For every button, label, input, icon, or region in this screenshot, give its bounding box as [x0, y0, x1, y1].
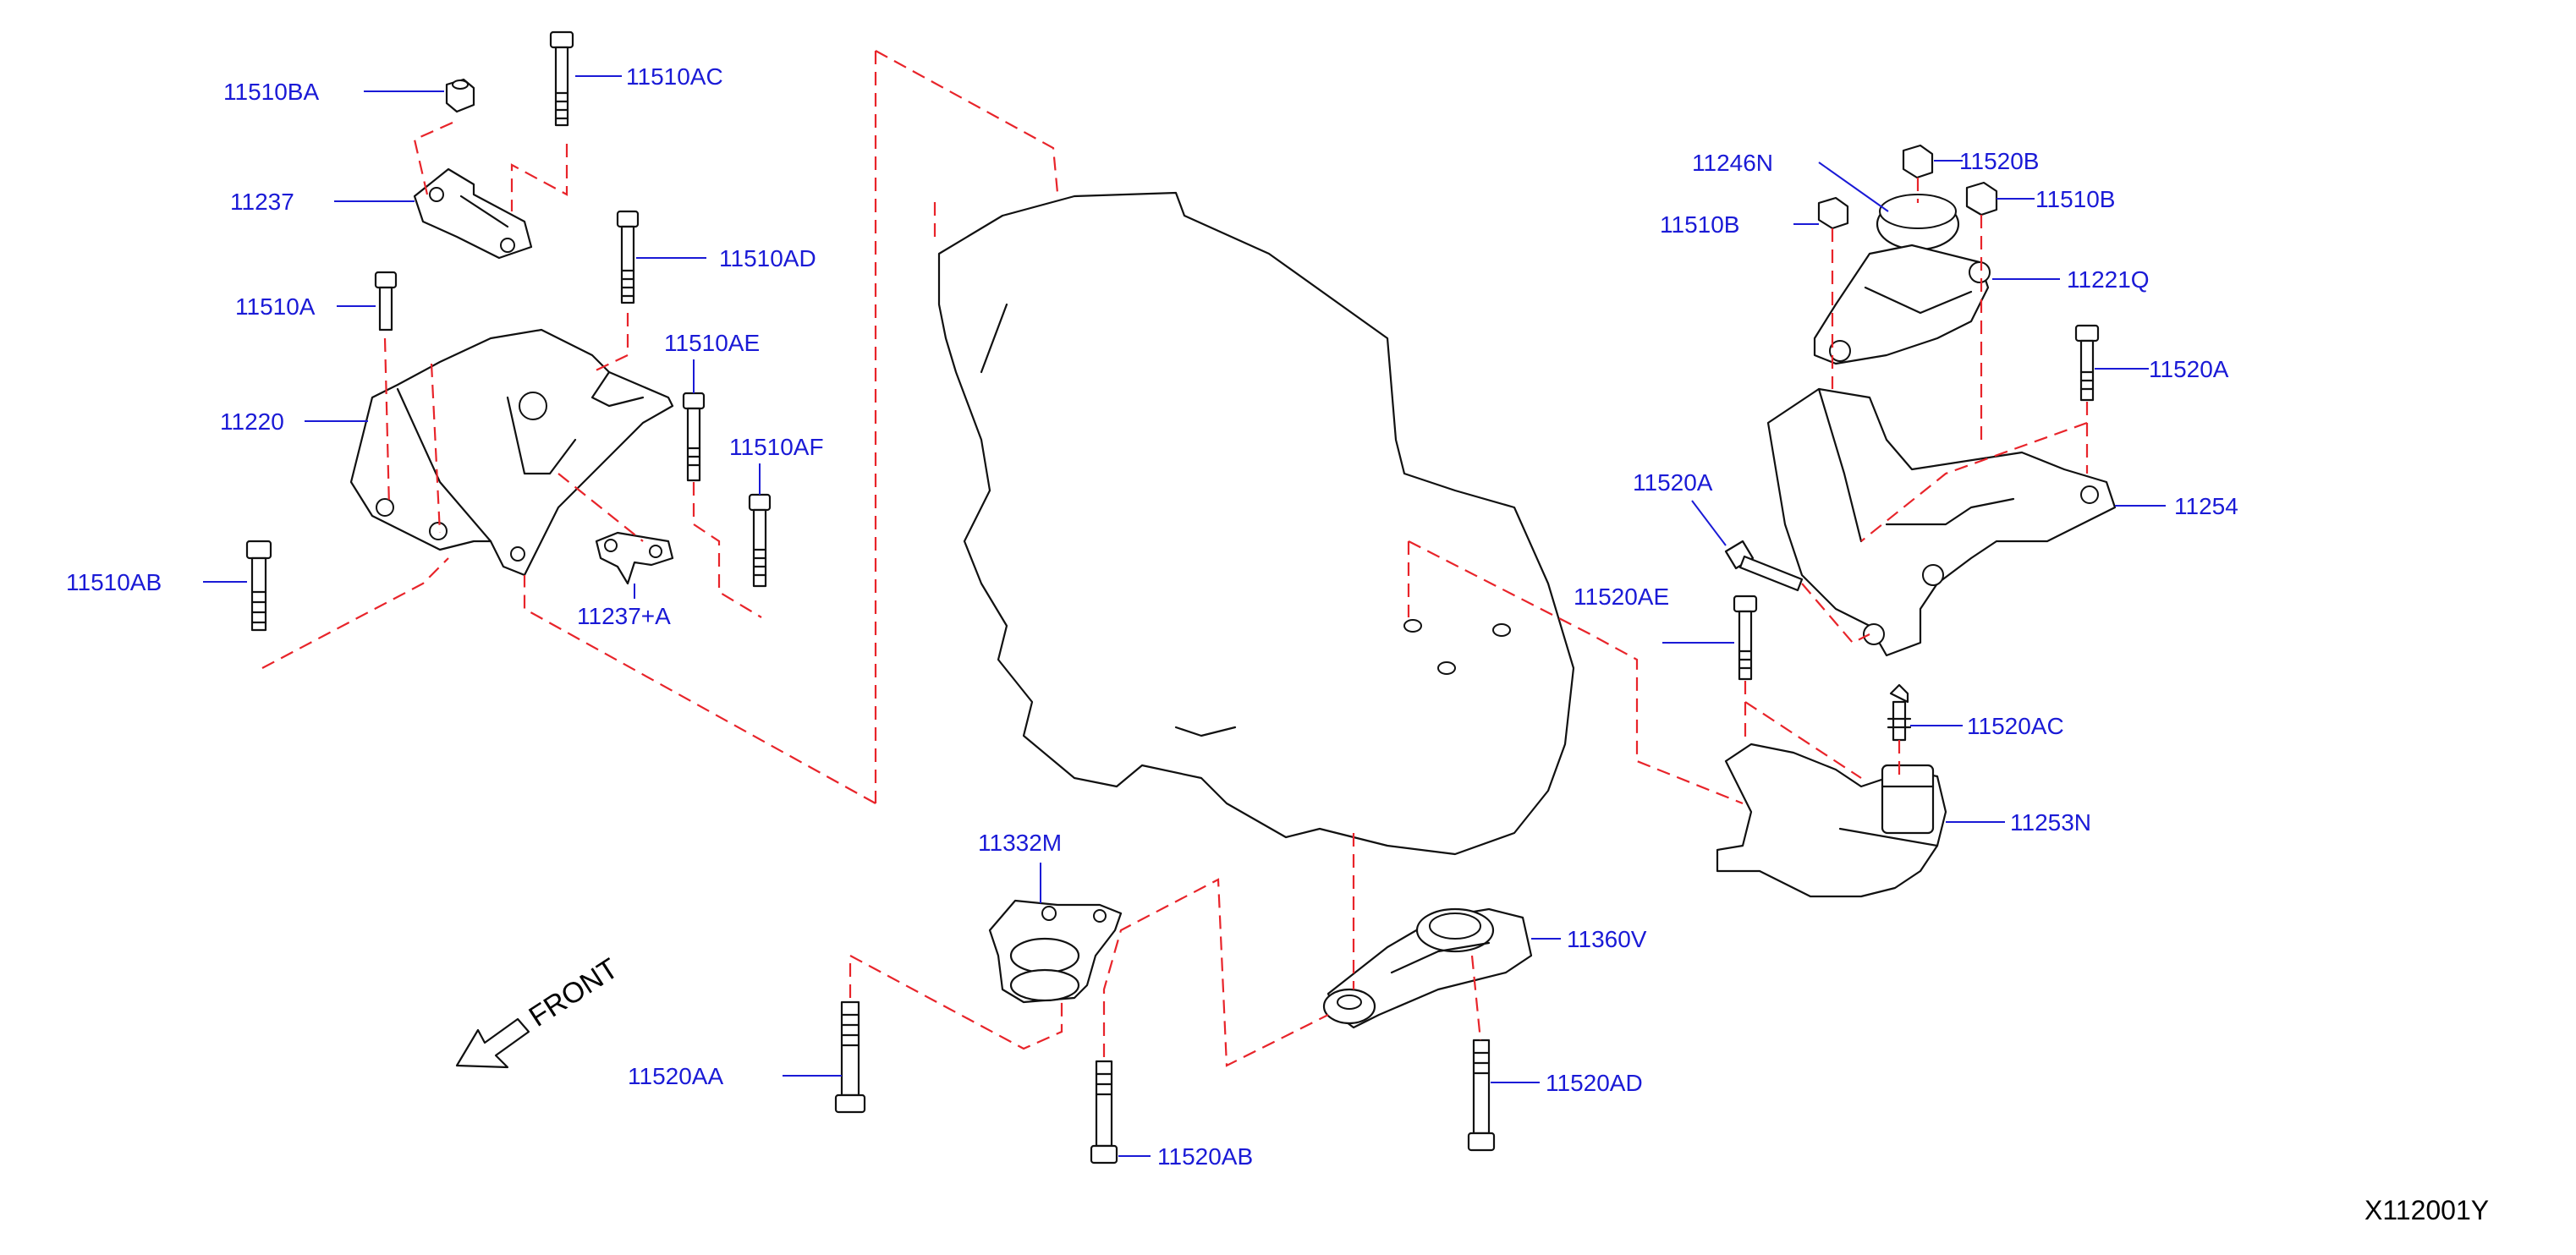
part-label-11520AB[interactable]: 11520AB: [1157, 1143, 1253, 1170]
part-labels: 11510BA 11510AC 11237 11510AD 11510A 115…: [66, 63, 2238, 1170]
part-label-11520B[interactable]: 11520B: [1959, 148, 2039, 174]
insulator-icon: [1876, 194, 1960, 251]
part-label-11237[interactable]: 11237: [230, 189, 294, 215]
part-label-11220[interactable]: 11220: [220, 408, 284, 435]
nut-icon: [445, 78, 475, 113]
part-label-11510AC[interactable]: 11510AC: [626, 63, 723, 90]
diagram-id-code: X112001Y: [2365, 1195, 2489, 1225]
part-label-11520AC[interactable]: 11520AC: [1967, 713, 2064, 739]
bolt-icon: [1733, 595, 1758, 681]
part-label-11520AA[interactable]: 11520AA: [628, 1063, 723, 1089]
bolt-icon: [549, 30, 574, 127]
bolt-icon: [245, 540, 272, 632]
nut-icon: [1965, 181, 1998, 216]
part-label-11253N[interactable]: 11253N: [2010, 809, 2091, 836]
bolt-icon: [834, 1000, 866, 1114]
left-mount-group: [245, 30, 772, 632]
nut-icon: [1817, 196, 1849, 230]
bolt-icon: [374, 271, 398, 332]
part-label-11254[interactable]: 11254: [2174, 493, 2238, 519]
part-label-11510B-left[interactable]: 11510B: [1660, 211, 1739, 238]
bolt-icon: [748, 493, 772, 588]
part-label-11221Q[interactable]: 11221Q: [2067, 266, 2150, 293]
part-label-11360V[interactable]: 11360V: [1567, 926, 1647, 952]
part-label-11510B-right[interactable]: 11510B: [2035, 186, 2115, 212]
part-label-11510AD[interactable]: 11510AD: [719, 245, 816, 271]
part-label-11520A-middle[interactable]: 11520A: [1633, 469, 1713, 496]
part-label-11510AF[interactable]: 11510AF: [729, 434, 824, 460]
assembly-lines: [261, 50, 2089, 1067]
rear-mount-insulator-icon: [988, 899, 1123, 1004]
part-label-11520AE[interactable]: 11520AE: [1574, 584, 1669, 610]
bolt-icon: [1467, 1039, 1496, 1152]
nut-icon: [1902, 144, 1934, 179]
part-label-11510BA[interactable]: 11510BA: [223, 79, 319, 105]
bracket-icon: [413, 167, 533, 260]
mount-bracket-icon: [1766, 387, 2117, 657]
leader-lines: [203, 75, 2166, 1157]
part-label-11332M[interactable]: 11332M: [978, 830, 1062, 856]
bolt-icon: [682, 392, 706, 482]
part-label-11520AD[interactable]: 11520AD: [1546, 1070, 1643, 1096]
front-indicator: FRONT: [455, 952, 624, 1069]
part-label-11237-plus-a[interactable]: 11237+A: [577, 603, 671, 629]
front-arrow-icon: [455, 1017, 530, 1069]
part-label-11510AB[interactable]: 11510AB: [66, 569, 162, 595]
part-label-11510A[interactable]: 11510A: [235, 293, 316, 320]
bolt-icon: [2074, 324, 2100, 402]
part-label-11246N[interactable]: 11246N: [1692, 150, 1773, 176]
right-mount-group: [1716, 144, 2117, 898]
part-label-11510AE[interactable]: 11510AE: [664, 330, 760, 356]
transmission-mount-icon: [349, 328, 674, 577]
engine-block: [937, 191, 1575, 856]
engine-mount-insulator-icon: [1813, 244, 1991, 365]
plate-icon: [595, 531, 674, 585]
bolt-icon: [1724, 540, 1804, 592]
bottom-mount-group: [834, 899, 1533, 1165]
bolt-icon: [616, 210, 640, 304]
rear-bracket-icon: [1716, 743, 1947, 898]
part-label-11520A-upper[interactable]: 11520A: [2149, 356, 2229, 382]
stud-icon: [1887, 683, 1912, 742]
bolt-icon: [1090, 1060, 1118, 1165]
front-label: FRONT: [524, 952, 624, 1033]
torque-rod-icon: [1322, 907, 1533, 1029]
